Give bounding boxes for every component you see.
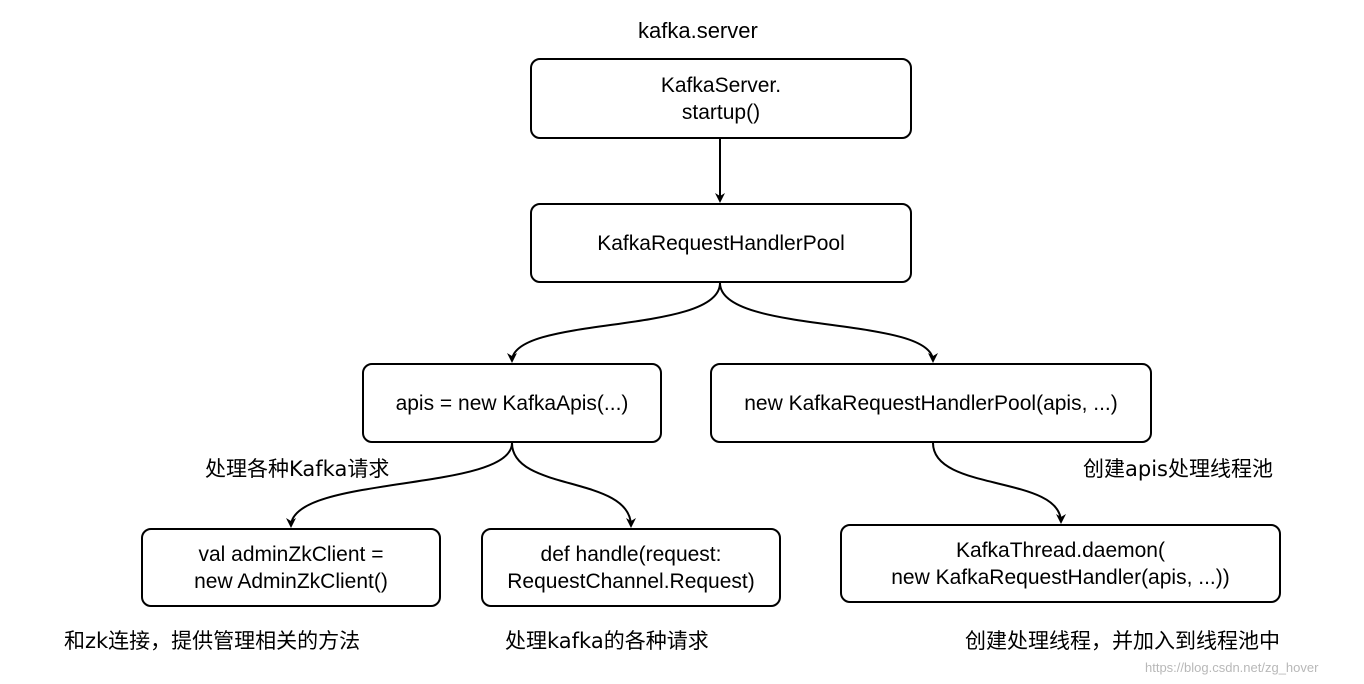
annotation-handle: 处理kafka的各种请求 bbox=[505, 629, 709, 653]
annotation-daemon: 创建处理线程，并加入到线程池中 bbox=[965, 629, 1280, 653]
node-kafka-thread-daemon: KafkaThread.daemon( new KafkaRequestHand… bbox=[840, 524, 1281, 603]
arrow-pool-to-new-pool bbox=[719, 282, 938, 363]
node-kafka-request-handler-pool: KafkaRequestHandlerPool bbox=[530, 203, 912, 283]
arrow-apis-to-admin-zk bbox=[286, 442, 513, 528]
arrow-new-pool-to-daemon bbox=[932, 442, 1066, 524]
node-kafka-apis: apis = new KafkaApis(...) bbox=[362, 363, 662, 443]
node-kafka-server-startup: KafkaServer. startup() bbox=[530, 58, 912, 139]
arrow-pool-to-apis bbox=[507, 282, 721, 363]
node-new-request-handler-pool: new KafkaRequestHandlerPool(apis, ...) bbox=[710, 363, 1152, 443]
annotation-admin-zk: 和zk连接，提供管理相关的方法 bbox=[64, 629, 361, 653]
annotation-pool: 创建apis处理线程池 bbox=[1083, 457, 1273, 481]
watermark-text: https://blog.csdn.net/zg_hover bbox=[1145, 660, 1319, 675]
node-admin-zk-client: val adminZkClient = new AdminZkClient() bbox=[141, 528, 441, 607]
arrow-apis-to-handle bbox=[511, 442, 636, 528]
annotation-apis: 处理各种Kafka请求 bbox=[205, 457, 390, 481]
package-label: kafka.server bbox=[638, 18, 758, 43]
node-handle-request: def handle(request: RequestChannel.Reque… bbox=[481, 528, 781, 607]
